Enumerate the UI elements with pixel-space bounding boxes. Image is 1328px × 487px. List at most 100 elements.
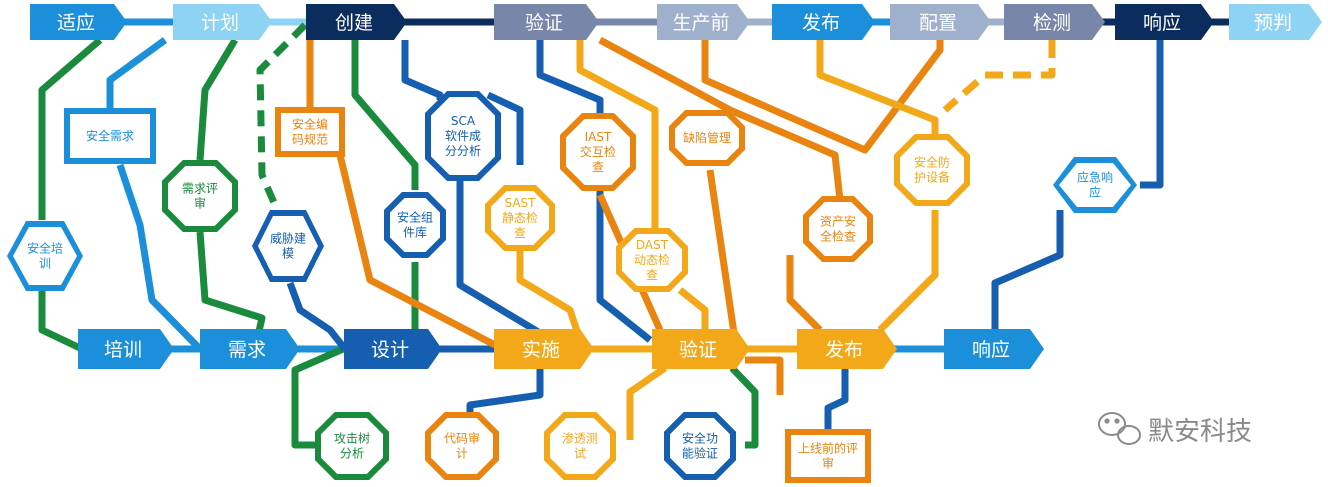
activity-node-label: 攻击树分析 xyxy=(334,431,370,461)
activity-node-label: 安全编码规范 xyxy=(292,117,328,147)
bottom-stage-6: 响应 xyxy=(944,329,1044,369)
activity-node-label: 威胁建模 xyxy=(270,231,306,261)
bottom-stage-label: 培训 xyxy=(104,339,142,361)
activity-node-16: 渗透测试 xyxy=(544,412,616,480)
top-stage-label: 预判 xyxy=(1254,12,1292,34)
connector-line-24 xyxy=(116,163,203,352)
connector-line-31 xyxy=(1140,40,1164,189)
bottom-stage-4: 验证 xyxy=(652,329,750,369)
activity-node-label: 代码审计 xyxy=(444,431,480,461)
watermark: 默安科技 xyxy=(1098,412,1252,447)
top-stage-7: 检测 xyxy=(1004,4,1105,40)
connector-line-44 xyxy=(516,250,584,342)
activity-node-6: 安全组件库 xyxy=(384,192,446,258)
top-stage-label: 创建 xyxy=(335,12,373,34)
wechat-icon xyxy=(1098,412,1141,445)
bottom-stage-3: 实施 xyxy=(494,329,594,369)
bottom-stage-2: 设计 xyxy=(344,329,442,369)
top-stage-label: 检测 xyxy=(1033,12,1071,34)
top-stage-4: 生产前 xyxy=(657,4,750,40)
activity-node-label: 安全需求 xyxy=(86,128,134,143)
top-stage-6: 配置 xyxy=(890,4,991,40)
activity-node-label: 渗透测试 xyxy=(562,431,598,461)
bottom-stage-label: 响应 xyxy=(972,339,1010,361)
activity-node-14: 攻击树分析 xyxy=(315,412,389,480)
activity-node-label: 需求评审 xyxy=(182,182,218,211)
top-stage-label: 响应 xyxy=(1143,12,1181,34)
connector-line-38 xyxy=(706,169,739,341)
bottom-stage-label: 验证 xyxy=(679,339,717,361)
connector-line-41 xyxy=(745,356,784,395)
activity-node-label: 缺陷管理 xyxy=(683,130,731,145)
activity-node-10: 缺陷管理 xyxy=(669,110,745,166)
activity-node-15: 代码审计 xyxy=(425,412,499,480)
connector-line-46 xyxy=(877,210,939,333)
top-stage-9: 预判 xyxy=(1229,4,1322,40)
activity-node-4: 安全编码规范 xyxy=(275,107,345,157)
connector-line-21 xyxy=(291,345,345,449)
activity-node-2: 安全培训 xyxy=(7,221,83,291)
top-stage-label: 适应 xyxy=(57,12,95,34)
bottom-stage-label: 设计 xyxy=(371,339,409,361)
top-stage-1: 计划 xyxy=(173,4,272,40)
activity-node-1: 需求评审 xyxy=(162,160,238,232)
top-stage-2: 创建 xyxy=(306,4,407,40)
connector-line-29 xyxy=(536,40,653,343)
top-pipeline: 适应 计划 创建 验证 生产前 发布 配置 检测 响应 预判 xyxy=(30,4,1322,40)
connector-line-22 xyxy=(729,365,759,449)
top-stage-label: 计划 xyxy=(201,12,239,34)
activity-node-13: 应急响应 xyxy=(1053,157,1137,213)
connector-line-36 xyxy=(598,36,844,201)
bottom-stage-1: 需求 xyxy=(200,329,300,369)
bottom-stage-5: 发布 xyxy=(797,329,897,369)
dashed-connector-amber xyxy=(942,40,1056,113)
activity-node-18: 上线前的评审 xyxy=(785,429,871,483)
top-stage-8: 响应 xyxy=(1115,4,1214,40)
top-stage-label: 验证 xyxy=(525,12,563,34)
activity-node-12: 安全防护设备 xyxy=(894,134,970,206)
connector-line-17 xyxy=(196,38,239,161)
connector-line-40 xyxy=(786,255,823,333)
connector-line-33 xyxy=(466,368,544,420)
connector-line-47 xyxy=(626,365,667,440)
activity-node-17: 安全功能验证 xyxy=(664,412,736,480)
dashed-connector-green xyxy=(256,22,308,207)
connector-line-42 xyxy=(576,40,659,235)
top-stage-label: 发布 xyxy=(802,12,840,34)
connector-line-23 xyxy=(106,37,168,110)
connector-line-37 xyxy=(701,40,944,154)
bottom-pipeline: 培训 需求 设计 实施 验证 发布 响应 xyxy=(78,329,1044,369)
top-stage-5: 发布 xyxy=(772,4,875,40)
activity-node-label: 安全组件库 xyxy=(397,210,433,240)
connector-line-26 xyxy=(401,40,444,100)
connector-line-19 xyxy=(351,40,419,190)
connector-line-27 xyxy=(456,175,562,349)
bottom-stage-label: 实施 xyxy=(522,339,560,361)
activity-node-11: 资产安全检查 xyxy=(803,196,873,262)
top-stage-0: 适应 xyxy=(30,4,127,40)
activity-node-label: 资产安全检查 xyxy=(820,214,856,244)
top-stage-label: 生产前 xyxy=(672,12,729,34)
activity-node-3: 威胁建模 xyxy=(252,210,324,282)
activity-node-label: 安全培训 xyxy=(27,241,63,271)
bottom-stage-0: 培训 xyxy=(78,329,174,369)
connector-line-25 xyxy=(286,281,348,352)
top-stage-3: 验证 xyxy=(494,4,599,40)
watermark-text: 默安科技 xyxy=(1148,417,1252,447)
bottom-stage-label: 需求 xyxy=(228,339,266,361)
bottom-stage-label: 发布 xyxy=(825,339,863,361)
connector-line-35 xyxy=(336,154,497,349)
connector-line-15 xyxy=(38,37,103,220)
activity-node-0: 安全需求 xyxy=(64,108,156,164)
activity-node-label: 安全功能验证 xyxy=(682,431,718,461)
connector-line-32 xyxy=(991,210,1064,340)
